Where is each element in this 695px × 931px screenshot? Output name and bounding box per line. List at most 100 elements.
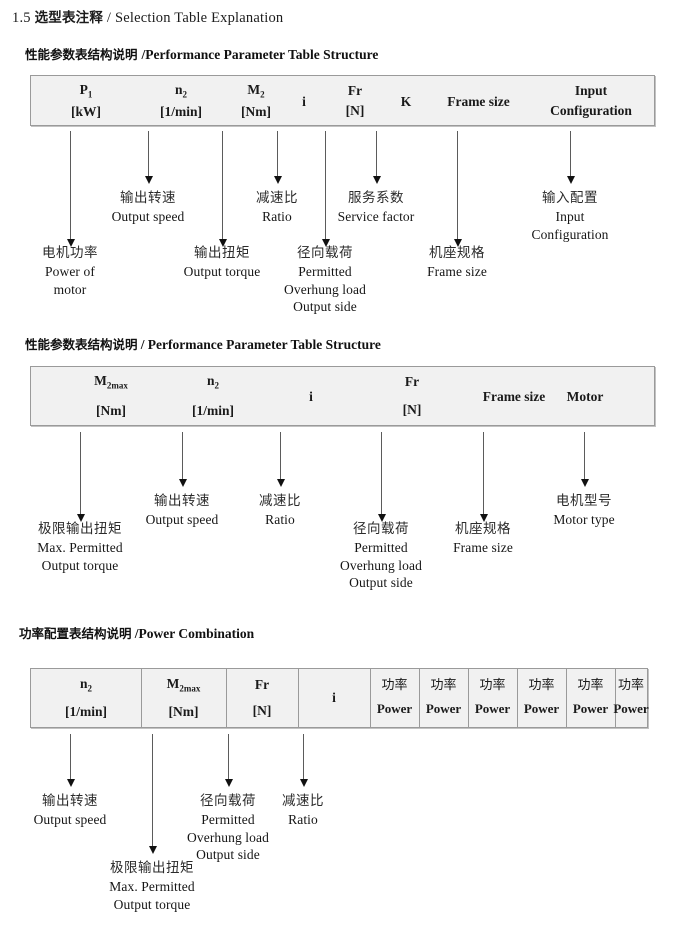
symbol-fr: Fr bbox=[347, 82, 363, 98]
page-title: 1.5 选型表注释 / Selection Table Explanation bbox=[12, 6, 283, 27]
section-title-en: Selection Table Explanation bbox=[114, 10, 284, 26]
table-performance-1: P1 [kW] n2 [1/min] M2 [Nm] i Fr [N] K Fr… bbox=[30, 75, 655, 126]
header-cell-power-1: 功率 Power bbox=[370, 669, 419, 727]
unit-n: [N] bbox=[402, 402, 422, 417]
column-divider bbox=[468, 669, 469, 727]
label-ratio: 减速比 Ratio bbox=[282, 793, 324, 827]
label-max-output-torque: 极限输出扭矩 Max. Permitted Output torque bbox=[109, 860, 195, 912]
heading-en: Performance Parameter Table Structure bbox=[147, 337, 381, 352]
heading-en: Power Combination bbox=[138, 626, 255, 641]
header-cell-n2: n2 [1/min] bbox=[31, 669, 141, 727]
arrow-ratio bbox=[276, 432, 285, 487]
column-divider bbox=[141, 669, 142, 727]
symbol-i: i bbox=[332, 690, 336, 706]
label-input: Input bbox=[574, 82, 608, 98]
label-motor: Motor bbox=[566, 389, 604, 405]
header-cell-power-6: 功率 Power bbox=[613, 669, 649, 727]
label-frame-size: 机座规格 Frame size bbox=[427, 245, 487, 279]
header-cell-fr: Fr [N] bbox=[226, 669, 298, 727]
symbol-m: M bbox=[247, 81, 261, 97]
arrow-frame-size bbox=[453, 131, 462, 247]
label-output-speed: 输出转速 Output speed bbox=[145, 493, 219, 527]
label-power-en: Power bbox=[523, 701, 560, 716]
header-cell-m2max: M2max [Nm] bbox=[46, 367, 176, 425]
label-output-torque: 输出扭矩 Output torque bbox=[183, 245, 261, 279]
header-cell-n2: n2 [1/min] bbox=[148, 367, 278, 425]
arrow-ratio bbox=[273, 131, 282, 184]
symbol-subscript: 2max bbox=[106, 381, 128, 392]
label-power-en: Power bbox=[425, 701, 462, 716]
label-power-cn: 功率 bbox=[528, 678, 555, 694]
symbol-m: M bbox=[166, 676, 180, 692]
symbol-subscript: 2max bbox=[179, 684, 201, 695]
header-cell-frame-size: Frame size bbox=[416, 76, 541, 127]
label-output-speed: 输出转速 Output speed bbox=[111, 190, 185, 224]
arrow-ratio bbox=[299, 734, 308, 787]
arrow-max-output-torque bbox=[76, 432, 85, 522]
header-cell-i: i bbox=[246, 367, 376, 427]
heading-separator: / bbox=[140, 337, 145, 352]
header-cell-fr: Fr [N] bbox=[347, 367, 477, 425]
symbol-i: i bbox=[302, 93, 306, 109]
label-power-en: Power bbox=[613, 701, 649, 716]
arrow-overhung-load bbox=[321, 131, 330, 247]
unit-nm: [Nm] bbox=[168, 704, 199, 720]
header-cell-m2: M2 [Nm] bbox=[201, 76, 311, 125]
arrow-power-of-motor bbox=[66, 131, 75, 247]
column-divider bbox=[517, 669, 518, 727]
header-cell-power-2: 功率 Power bbox=[419, 669, 468, 727]
symbol-i: i bbox=[309, 389, 313, 405]
symbol-m: M bbox=[94, 373, 107, 389]
header-cell-frame-size: Frame size bbox=[449, 367, 579, 427]
heading-cn: 性能参数表结构说明 bbox=[25, 337, 138, 352]
unit-n: [N] bbox=[345, 102, 365, 118]
label-frame-size: 机座规格 Frame size bbox=[453, 521, 513, 555]
unit-n: [N] bbox=[252, 703, 272, 718]
heading-performance-1: 性能参数表结构说明 /Performance Parameter Table S… bbox=[25, 44, 378, 63]
unit-rpm: [1/min] bbox=[160, 103, 202, 119]
label-ratio: 减速比 Ratio bbox=[259, 493, 301, 527]
arrow-max-output-torque bbox=[148, 734, 157, 854]
section-title-cn: 选型表注释 bbox=[34, 10, 104, 26]
column-divider bbox=[566, 669, 567, 727]
header-cell-power-5: 功率 Power bbox=[566, 669, 615, 727]
section-title-separator: / bbox=[106, 10, 112, 26]
arrow-input-configuration bbox=[566, 131, 575, 184]
symbol-subscript: 2 bbox=[87, 684, 93, 695]
heading-separator: / bbox=[134, 626, 139, 641]
table-power-combination: n2 [1/min] M2max [Nm] Fr [N] i 功率 Power … bbox=[30, 668, 649, 728]
label-power-cn: 功率 bbox=[479, 678, 506, 694]
arrow-frame-size bbox=[479, 432, 488, 522]
symbol-n: n bbox=[206, 373, 215, 389]
column-divider bbox=[419, 669, 420, 727]
header-cell-m2max: M2max [Nm] bbox=[141, 669, 226, 727]
label-power-cn: 功率 bbox=[430, 678, 457, 694]
arrow-service-factor bbox=[372, 131, 381, 184]
heading-en: Performance Parameter Table Structure bbox=[145, 47, 379, 62]
header-cell-input-configuration: Input Configuration bbox=[526, 76, 656, 125]
unit-rpm: [1/min] bbox=[65, 704, 107, 720]
arrow-motor-type bbox=[580, 432, 589, 487]
header-cell-p1: P1 [kW] bbox=[31, 76, 141, 125]
heading-cn: 性能参数表结构说明 bbox=[25, 47, 138, 62]
label-configuration: Configuration bbox=[550, 102, 632, 118]
label-overhung-load: 径向载荷 Permitted Overhung load Output side bbox=[284, 245, 366, 315]
header-cell-k: K bbox=[361, 76, 451, 127]
header-cell-i: i bbox=[298, 669, 370, 727]
column-divider bbox=[370, 669, 371, 727]
heading-separator: / bbox=[141, 47, 146, 62]
arrow-output-speed bbox=[178, 432, 187, 487]
unit-rpm: [1/min] bbox=[192, 403, 234, 419]
symbol-k: K bbox=[400, 93, 412, 109]
label-power-cn: 功率 bbox=[381, 678, 408, 694]
column-divider bbox=[226, 669, 227, 727]
label-power-en: Power bbox=[474, 701, 511, 716]
column-divider bbox=[615, 669, 616, 727]
label-power-of-motor: 电机功率 Power of motor bbox=[42, 245, 98, 297]
section-number: 1.5 bbox=[12, 10, 31, 26]
unit-kw: [kW] bbox=[71, 103, 101, 119]
label-power-cn: 功率 bbox=[577, 678, 604, 694]
header-cell-motor: Motor bbox=[520, 367, 650, 427]
label-power-en: Power bbox=[376, 701, 413, 716]
label-input-configuration: 输入配置 Input Configuration bbox=[531, 190, 609, 242]
